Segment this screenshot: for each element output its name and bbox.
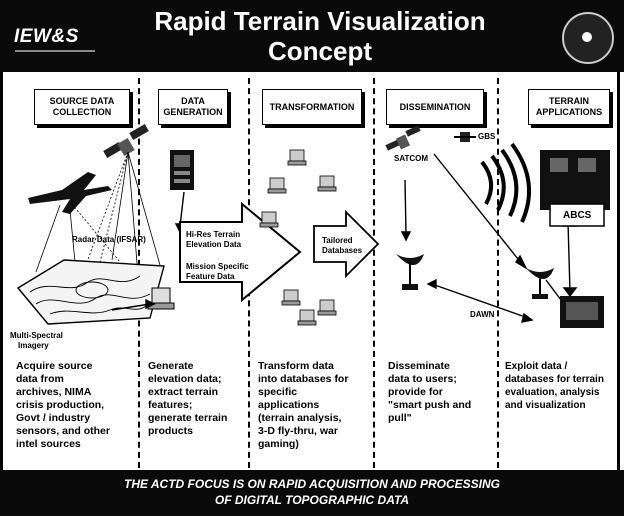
computer-rack-icon [170, 150, 194, 190]
feature-data-label: Feature Data [186, 272, 235, 281]
stage-terrain-applications: TERRAIN APPLICATIONS [528, 89, 610, 125]
satellite-icon [103, 124, 149, 158]
stage-divider [497, 78, 499, 468]
iews-logo: IEW&S [14, 26, 79, 47]
multispectral-label-2: Imagery [18, 341, 49, 350]
footer-banner: THE ACTD FOCUS IS ON RAPID ACQUISITION A… [0, 470, 624, 516]
abcs-label: ABCS [563, 210, 592, 221]
terrain-map-icon [16, 259, 165, 325]
multispectral-label-1: Multi-Spectral [10, 331, 63, 340]
description-terrain-applications: Exploit data / databases for terrain eva… [505, 361, 604, 411]
description-transformation: Transform data into databases for specif… [258, 360, 349, 450]
workstation-icon [147, 287, 175, 310]
tailored-label: Tailored [322, 236, 353, 245]
tailored-databases-arrow [313, 209, 380, 279]
logo-underline [15, 50, 95, 52]
title-line-1: Rapid Terrain Visualization [154, 6, 486, 36]
stage-transformation: TRANSFORMATION [262, 89, 362, 125]
description-data-generation: Generate elevation data; extract terrain… [148, 360, 228, 437]
stage-dissemination: DISSEMINATION [386, 89, 484, 125]
databases-label: Databases [322, 246, 363, 255]
stage-source-data-collection: SOURCE DATA COLLECTION [34, 89, 130, 125]
title-line-2: Concept [268, 36, 372, 66]
abcs-console-icon [540, 150, 610, 227]
dawn-label: DAWN [470, 310, 495, 319]
receiver-dish-icon [526, 268, 554, 299]
terminal-icon [560, 296, 604, 328]
radar-data-label: Radar Data (IFSAR) [72, 235, 146, 244]
stage-data-generation: DATA GENERATION [158, 89, 228, 125]
satcom-satellite-icon [385, 125, 421, 151]
header-bar: IEW&S Rapid Terrain Visualization Concep… [0, 0, 624, 72]
footer-line-1: THE ACTD FOCUS IS ON RAPID ACQUISITION A… [123, 477, 501, 491]
emblem-seal [562, 12, 614, 64]
satellite-dish-icon [396, 254, 424, 290]
sensor-beam-lines [35, 151, 161, 301]
broadcast-waves-icon [480, 142, 532, 223]
gbs-label: GBS [478, 132, 496, 141]
description-source-data: Acquire source data from archives, NIMA … [16, 360, 110, 450]
stage-divider [373, 78, 375, 468]
diagram-frame [0, 72, 620, 470]
elevation-data-label: Elevation Data [186, 240, 242, 249]
data-flow-arrow [179, 201, 302, 303]
footer-line-2: OF DIGITAL TOPOGRAPHIC DATA [214, 493, 410, 507]
workstation-cluster-icon [259, 149, 337, 326]
hires-terrain-label: Hi-Res Terrain [186, 230, 241, 239]
description-dissemination: Disseminate data to users; provide for "… [388, 360, 472, 424]
satcom-label: SATCOM [394, 154, 429, 163]
aircraft-icon [28, 172, 112, 214]
gbs-satellite-icon [454, 132, 476, 142]
diagram-illustrations [16, 124, 610, 328]
mission-specific-label: Mission Specific [186, 262, 249, 271]
